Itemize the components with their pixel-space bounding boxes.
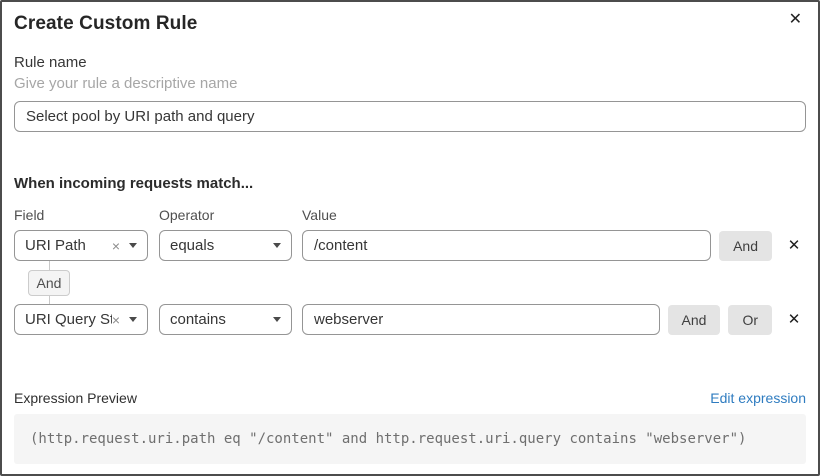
operator-select[interactable]: equals — [159, 230, 292, 261]
rule-name-input[interactable] — [14, 101, 806, 132]
page-title: Create Custom Rule — [14, 13, 198, 34]
column-labels: Field Operator Value — [14, 208, 806, 222]
remove-condition-icon[interactable]: ✕ — [782, 311, 806, 328]
operator-select-value: equals — [170, 237, 215, 254]
operator-select-value: contains — [170, 311, 226, 328]
clear-icon[interactable]: × — [111, 237, 120, 254]
expression-preview-label: Expression Preview — [14, 390, 137, 406]
chevron-down-icon — [273, 317, 281, 322]
and-button[interactable]: And — [667, 304, 721, 335]
condition-row-2: URI Query St... × contains And Or ✕ — [14, 304, 806, 335]
and-connector-chip: And — [27, 269, 71, 296]
value-input[interactable] — [302, 304, 660, 335]
field-select[interactable]: URI Path × — [14, 230, 148, 261]
field-column-label: Field — [14, 207, 45, 223]
match-heading: When incoming requests match... — [14, 175, 254, 192]
dialog-header: Create Custom Rule ✕ — [14, 12, 806, 36]
clear-icon[interactable]: × — [111, 311, 120, 328]
operator-select[interactable]: contains — [159, 304, 292, 335]
edit-expression-link[interactable]: Edit expression — [710, 390, 806, 406]
value-input[interactable] — [302, 230, 712, 261]
or-button[interactable]: Or — [728, 304, 772, 335]
field-select-value: URI Query St... — [25, 311, 112, 328]
field-select-value: URI Path — [25, 237, 86, 254]
remove-condition-icon[interactable]: ✕ — [782, 237, 806, 254]
rule-name-label: Rule name — [14, 54, 87, 71]
and-connector: And — [27, 261, 71, 304]
field-select[interactable]: URI Query St... × — [14, 304, 148, 335]
chevron-down-icon — [273, 243, 281, 248]
expression-code: (http.request.uri.path eq "/content" and… — [14, 414, 806, 464]
condition-row-1: URI Path × equals And ✕ — [14, 230, 806, 261]
expression-preview-header: Expression Preview Edit expression — [14, 391, 806, 406]
rule-name-hint: Give your rule a descriptive name — [14, 75, 238, 92]
chevron-down-icon — [129, 243, 137, 248]
close-icon[interactable]: ✕ — [788, 11, 802, 28]
and-button[interactable]: And — [719, 230, 772, 261]
operator-column-label: Operator — [159, 207, 215, 223]
value-column-label: Value — [302, 207, 337, 223]
chevron-down-icon — [129, 317, 137, 322]
